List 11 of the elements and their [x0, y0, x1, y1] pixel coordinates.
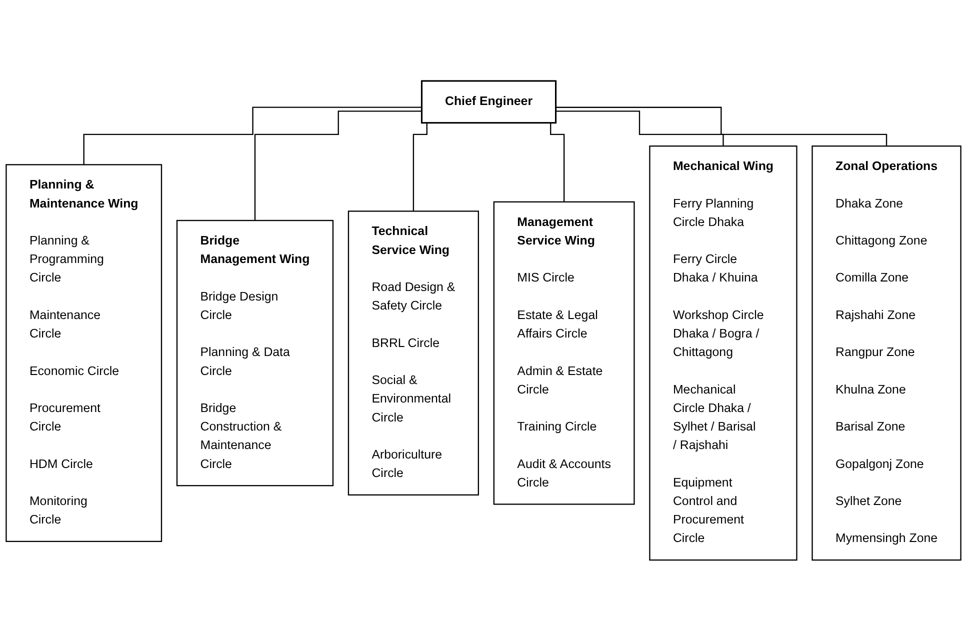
node-box	[348, 210, 479, 496]
node-box	[812, 146, 962, 561]
node-box	[176, 220, 334, 486]
connector	[556, 106, 888, 147]
connector	[254, 110, 422, 222]
node-box	[493, 201, 635, 505]
connector	[556, 110, 724, 147]
connector	[83, 106, 422, 166]
node-box	[6, 164, 162, 542]
node-box	[649, 146, 798, 561]
node-box	[420, 80, 557, 124]
